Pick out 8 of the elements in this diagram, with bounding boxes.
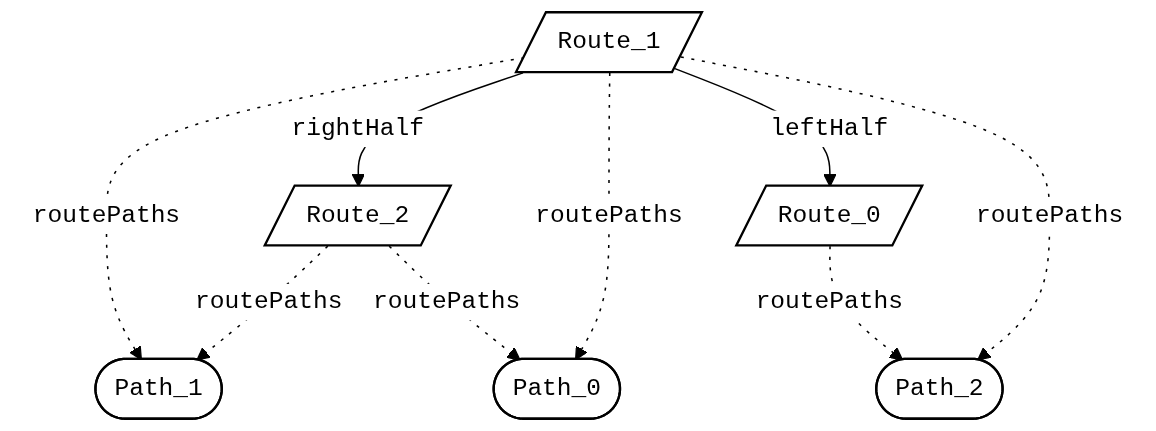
edge-label: rightHalf	[291, 115, 424, 143]
edge-label: routePaths	[32, 201, 181, 230]
edge-label: leftHalf	[770, 115, 889, 143]
edge-label: routePaths	[195, 288, 343, 316]
edge-label: routePaths	[373, 288, 521, 316]
edge-label: routePaths	[535, 201, 683, 230]
edge-label: routePaths	[975, 201, 1124, 230]
edge-label: routePaths	[755, 288, 903, 316]
